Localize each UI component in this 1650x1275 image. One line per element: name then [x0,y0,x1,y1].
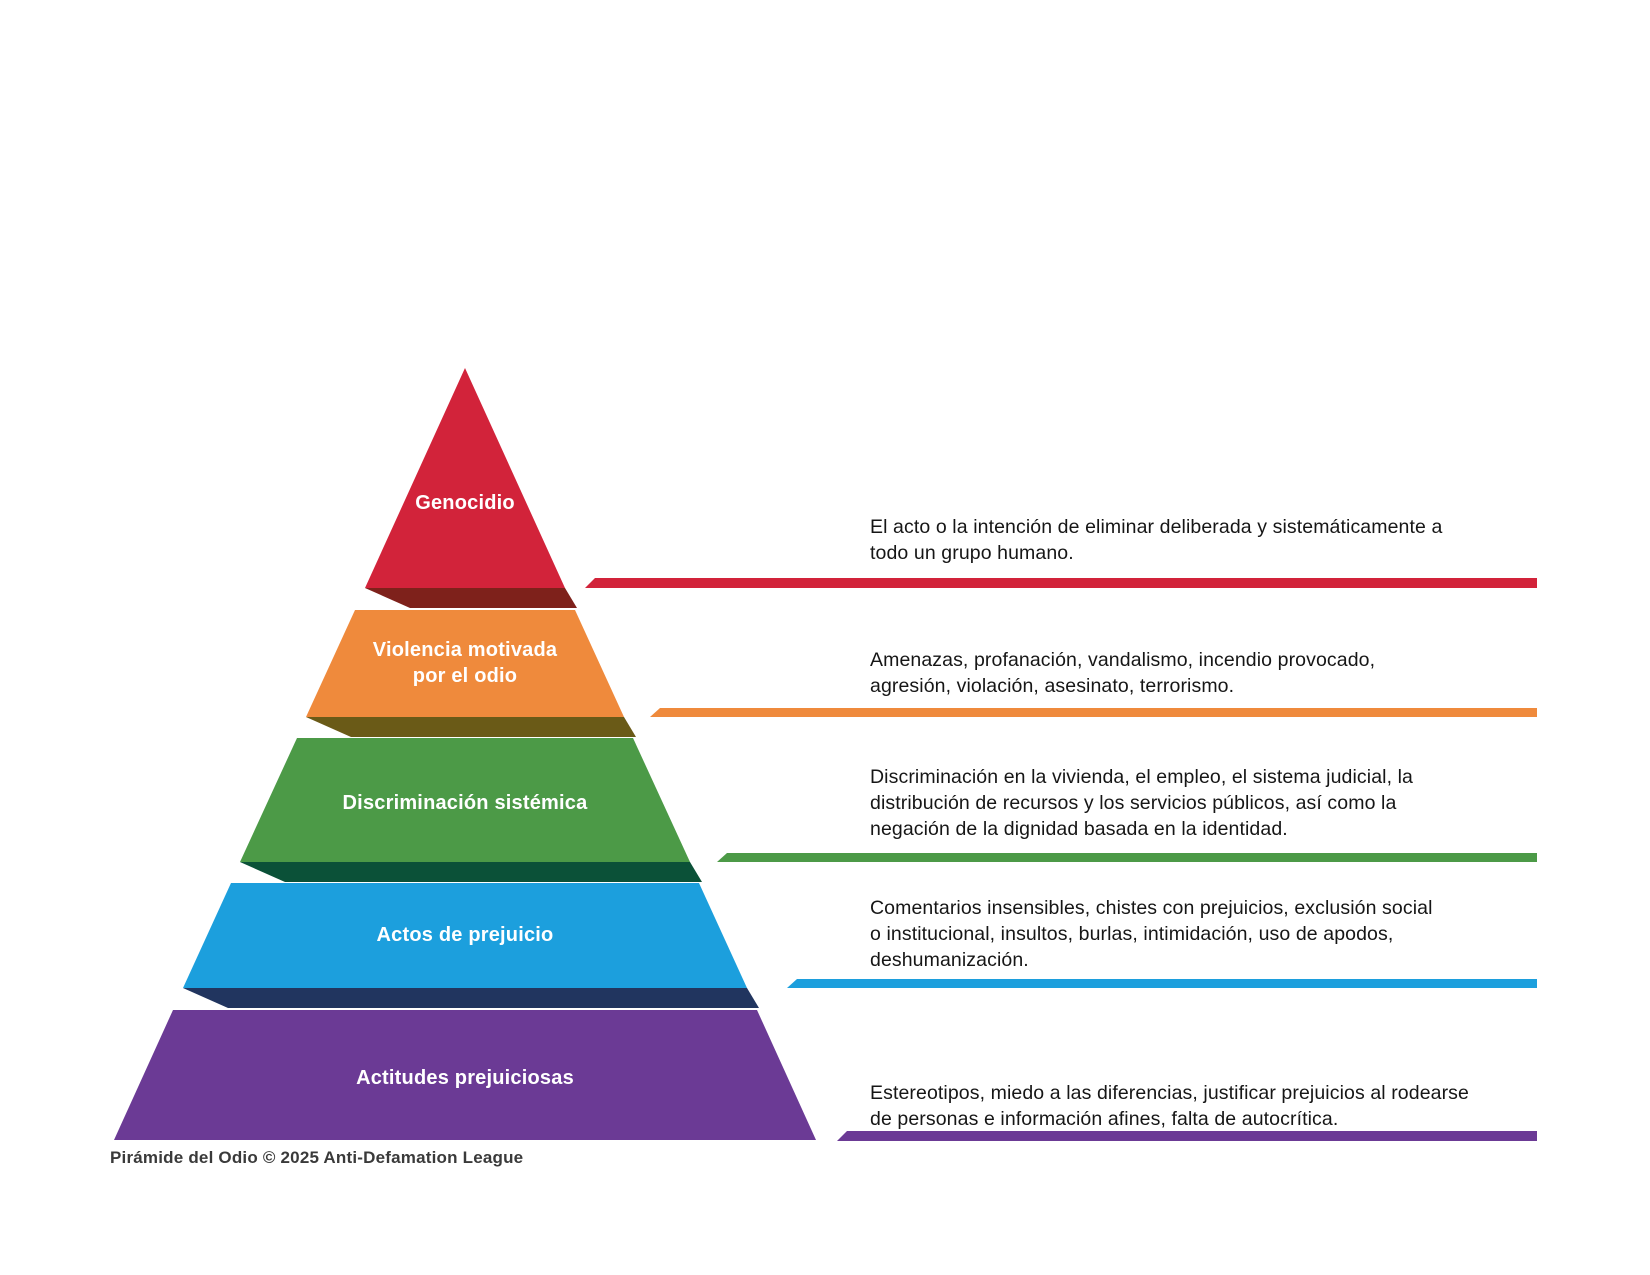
level-label-discriminacion: Discriminación sistémica [342,792,588,814]
leader-line-discriminacion [717,853,1537,862]
level-shadow-actos [183,988,759,1008]
level-shape-actitudes [114,1010,816,1140]
level-label-violencia: Violencia motivada por el odio [372,639,558,687]
level-shadow-genocidio [365,588,577,608]
level-label-actos: Actos de prejuicio [376,924,554,946]
level-shadow-discriminacion [240,862,702,882]
leader-line-actos [787,979,1537,988]
level-description-violencia: Amenazas, profanación, vandalismo, incen… [870,649,1376,697]
level-description-actitudes: Estereotipos, miedo a las diferencias, j… [870,1082,1469,1130]
footer-credit: Pirámide del Odio © 2025 Anti-Defamation… [110,1148,524,1167]
level-description-discriminacion: Discriminación en la vivienda, el empleo… [870,766,1413,840]
level-shape-violencia [306,610,624,717]
level-description-actos: Comentarios insensibles, chistes con pre… [870,897,1433,971]
leader-line-violencia [650,708,1537,717]
level-description-genocidio: El acto o la intención de eliminar delib… [870,516,1443,564]
level-shape-discriminacion [240,738,690,862]
level-label-actitudes: Actitudes prejuiciosas [356,1067,574,1089]
level-shadow-violencia [306,717,636,737]
level-label-genocidio: Genocidio [415,492,515,514]
leader-line-genocidio [585,578,1537,588]
leader-line-actitudes [837,1131,1537,1141]
level-shape-genocidio [365,368,565,588]
level-shape-actos [183,883,747,988]
